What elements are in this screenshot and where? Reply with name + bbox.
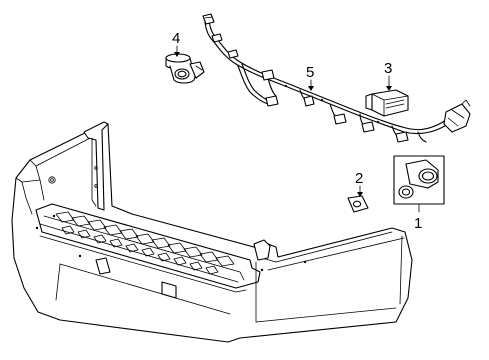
wiring-harness [202, 13, 471, 143]
park-assist-sensor [393, 155, 445, 205]
callout-1: 1 [414, 215, 422, 232]
sensor-retainer [347, 195, 369, 213]
callout-2: 2 [355, 170, 363, 187]
rear-bumper-cover [11, 121, 413, 343]
control-module [365, 89, 409, 117]
callout-4: 4 [172, 30, 180, 47]
sensor-with-bracket [165, 53, 205, 84]
callout-leaders [174, 45, 420, 213]
callout-3: 3 [384, 60, 392, 77]
callout-5: 5 [306, 64, 314, 81]
